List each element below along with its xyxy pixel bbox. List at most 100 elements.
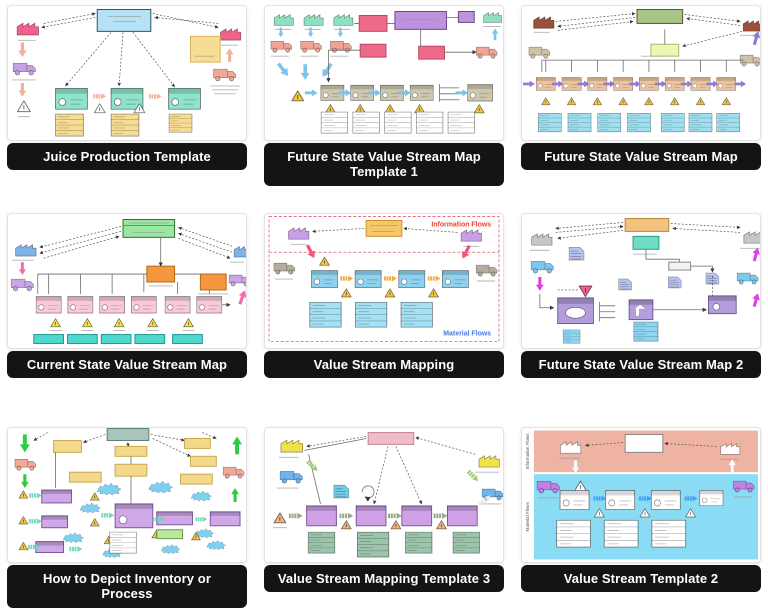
data-box	[55, 113, 84, 137]
push-arrow-icon	[339, 512, 354, 519]
production-control-box	[96, 9, 152, 32]
up-arrow-icon	[235, 288, 246, 306]
warning-triangle-icon	[147, 318, 159, 328]
fifo-lane	[439, 83, 460, 102]
truck-icon	[270, 40, 293, 53]
data-box	[354, 301, 388, 328]
customer-factory-icon	[483, 12, 502, 23]
diagonal-arrow-icon	[303, 243, 318, 261]
template-card-juice-production[interactable]: Juice Production Template	[7, 5, 247, 171]
process-box	[130, 296, 157, 314]
juice-production-thumbnail	[7, 5, 247, 141]
template-card-value-stream-mapping[interactable]: Information Flows Material Flows	[264, 213, 504, 379]
supplier-factory-icon	[333, 14, 354, 26]
push-arrow-icon	[387, 512, 402, 519]
truck-icon	[279, 471, 303, 484]
data-box	[597, 113, 622, 133]
push-arrow-icon	[148, 93, 162, 100]
future-state-thumbnail	[521, 5, 761, 141]
truck-icon	[300, 40, 322, 53]
process-box	[557, 297, 594, 325]
up-arrow-icon	[750, 246, 760, 263]
down-arrow-icon	[307, 27, 314, 38]
truck-icon	[273, 262, 296, 275]
inventory-triangle-icon	[16, 100, 31, 113]
inventory-triangle-icon	[384, 288, 396, 298]
small-box	[457, 11, 475, 23]
customer-factory-icon	[743, 231, 760, 244]
truck-icon	[213, 68, 237, 82]
process-box	[196, 296, 223, 314]
right-arrow-icon	[455, 89, 469, 97]
inventory-triangle-icon	[592, 97, 602, 106]
template-title: Juice Production Template	[7, 143, 247, 171]
production-control-box	[636, 9, 684, 24]
data-box	[537, 113, 562, 133]
process-boxes	[35, 489, 241, 554]
schedule-box	[650, 43, 680, 57]
template-card-vsm-template-3[interactable]: Value Stream Mapping Template 3	[264, 427, 504, 593]
production-control-box	[624, 434, 664, 453]
inventory-triangle-icon	[93, 103, 106, 114]
inventory-triangle-icon	[566, 97, 577, 106]
inventory-triangle-icon	[89, 492, 100, 501]
inventory-triangle-icon	[18, 490, 29, 499]
note-box	[189, 35, 221, 63]
truck-icon	[736, 272, 759, 285]
up-arrow-icon	[232, 436, 243, 455]
data-table	[651, 519, 687, 548]
template-title: Value Stream Mapping Template 3	[264, 565, 504, 593]
right-arrow-icon	[522, 80, 535, 88]
inventory-triangle-icon	[18, 516, 29, 525]
down-arrow-icon	[21, 474, 29, 489]
down-arrow-icon	[300, 64, 310, 80]
push-arrow-icon	[288, 512, 303, 519]
production-control-box	[106, 428, 150, 441]
template-card-current-state[interactable]: Current State Value Stream Map	[7, 213, 247, 379]
diagonal-arrow-icon	[274, 60, 292, 79]
template-card-depict-inventory[interactable]: How to Depict Inventory or Process	[7, 427, 247, 608]
schedule-box	[199, 273, 227, 291]
push-arrow-icon	[384, 275, 397, 282]
data-table	[384, 111, 412, 134]
schedule-box	[146, 265, 176, 283]
warning-triangle-icon	[81, 318, 93, 328]
warning-triangle-icon	[183, 318, 194, 328]
kanban-card-icon	[568, 246, 585, 261]
truck-icon	[530, 261, 554, 274]
data-box	[452, 531, 481, 554]
truck-icon	[222, 466, 245, 479]
depict-inventory-thumbnail	[7, 427, 247, 563]
customer-factory-icon	[220, 28, 242, 41]
template-card-future-state-2[interactable]: Future State Value Stream Map 2	[521, 213, 761, 379]
process-box	[716, 76, 737, 91]
process-box	[354, 270, 382, 288]
data-table	[415, 111, 444, 134]
supplier-factory-icon	[533, 16, 555, 29]
down-arrow-icon	[278, 27, 284, 38]
process-box	[311, 270, 338, 288]
kanban-card-icon	[705, 272, 720, 285]
data-box	[400, 301, 433, 328]
template-card-future-state-1[interactable]: Future State Value Stream Map Template 1	[264, 5, 504, 186]
inventory-triangle-icon	[340, 288, 352, 298]
order-box	[632, 235, 660, 250]
customer-factory-icon	[742, 20, 760, 32]
template-card-value-stream-2[interactable]: Information Flows Material Flows	[521, 427, 761, 593]
template-card-future-state[interactable]: Future State Value Stream Map	[521, 5, 761, 171]
process-box	[441, 270, 469, 288]
warning-triangle-icon	[390, 520, 402, 530]
truck-icon	[330, 40, 352, 53]
process-box	[164, 296, 191, 314]
schedule-doc-icon	[333, 484, 350, 499]
push-arrow-icon	[93, 93, 107, 100]
data-table	[556, 519, 591, 548]
material-flows-vertical-label: Material Flows	[525, 501, 530, 531]
process-box	[54, 87, 89, 110]
supplier-factory-icon	[16, 22, 39, 36]
production-control-box	[367, 432, 415, 445]
inventory-triangle-icon	[384, 104, 396, 114]
data-box	[567, 113, 592, 133]
supplier-factory-icon	[288, 227, 310, 240]
